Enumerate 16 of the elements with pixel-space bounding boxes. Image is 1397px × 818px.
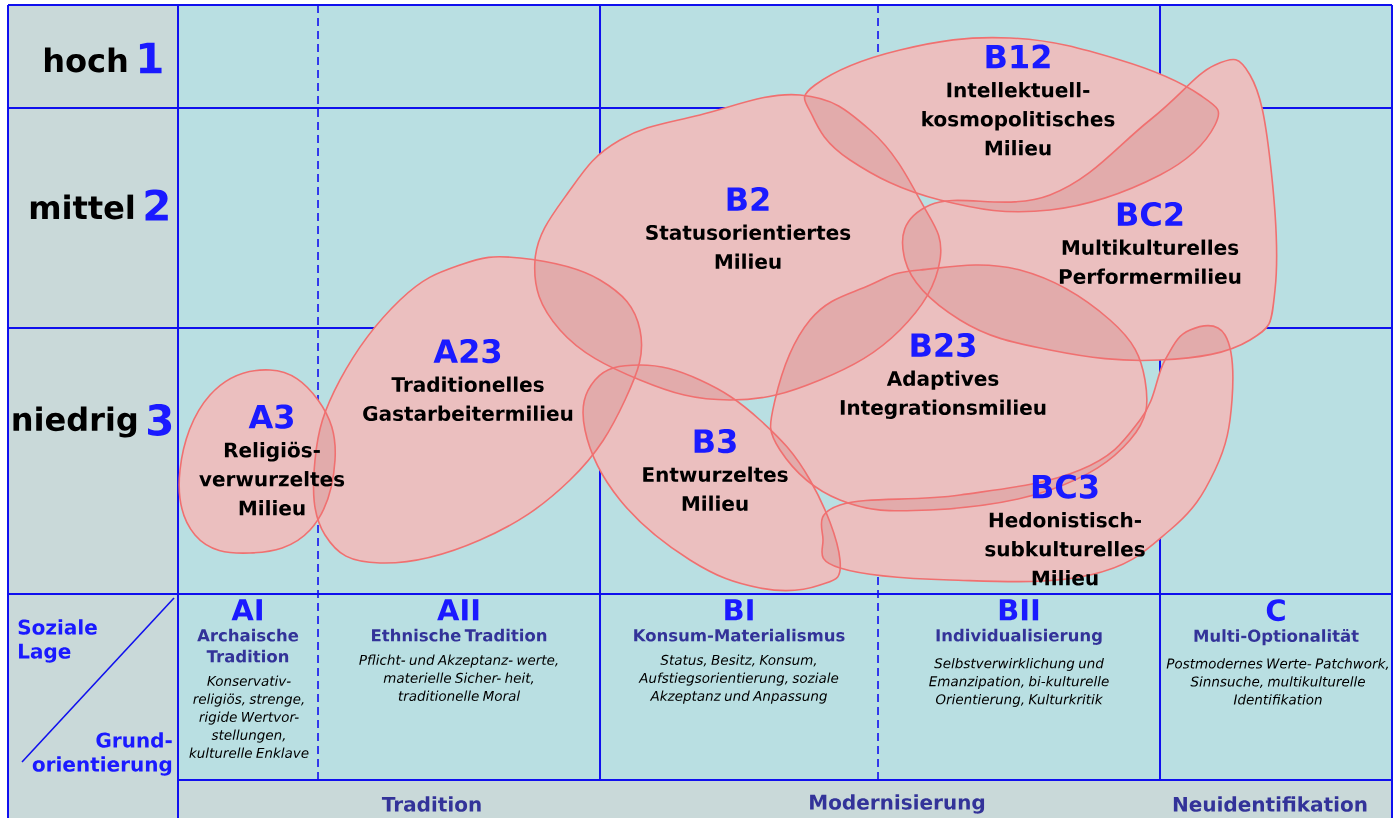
category-cell: AII Ethnische Tradition Pflicht- und Akzeptanz- werte, materielle Sicher- heit, traditionelle Moral [359, 599, 558, 701]
category-cell: BII Individualisierung Selbstverwirklichung und Emanzipation, bi-kulturelle Orientierung, Kulturkritik [929, 599, 1109, 707]
category-cell: BI Konsum-Materialismus Status, Besitz, Konsum, Aufstiegsorientierung, soziale Akzeptanz und Anpassung [634, 599, 845, 704]
axis-label: Neuidentifikation [1173, 796, 1367, 812]
axis-label: mittel [30, 194, 134, 220]
axis-label: Tradition [381, 796, 481, 812]
axis-label: Soziale Lage [18, 619, 97, 663]
milieu-blob: B3 Entwurzeltes Milieu [582, 364, 842, 592]
axis-label: 1 [139, 42, 162, 74]
axis-label: hoch [45, 47, 127, 73]
category-cell: C Multi-Optionalität Postmodernes Werte- Patchwork, Sinnsuche, multikulturelle Identifikation [1166, 599, 1389, 705]
category-cell: AI Archaische Tradition Konservativ- religiös, strenge, rigide Wertvor- stellungen, kulturelle Enklave [189, 599, 309, 758]
axis-label: Grund- orientierung [32, 732, 172, 776]
axis-label: niedrig [13, 406, 137, 438]
axis-label: 2 [145, 189, 168, 221]
axis-label: Modernisierung [810, 794, 985, 814]
